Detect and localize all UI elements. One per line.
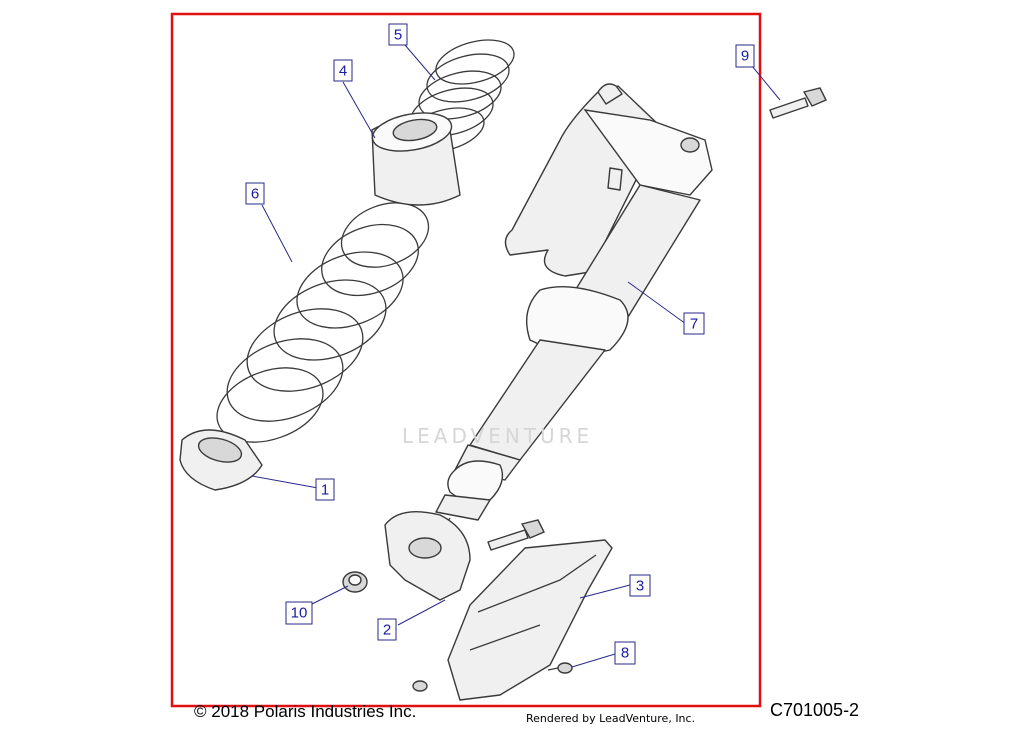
lower-mount-bolt (487, 519, 545, 551)
callouts: 1 2 3 4 5 6 7 8 (245, 23, 755, 665)
svg-text:1: 1 (321, 482, 329, 499)
leader-lines (251, 44, 781, 668)
copyright-text: © 2018 Polaris Industries Inc. (194, 702, 417, 721)
watermark-text: LEADVENTURE (402, 424, 594, 448)
leader-5 (404, 44, 436, 81)
part-6-main-spring (216, 202, 430, 443)
callout-9[interactable]: 9 (735, 44, 755, 68)
leader-9 (751, 65, 781, 101)
part-8-screw (547, 662, 573, 674)
callout-2[interactable]: 2 (377, 618, 397, 641)
leader-7 (627, 281, 687, 325)
callout-5[interactable]: 5 (388, 23, 408, 46)
svg-text:3: 3 (636, 578, 644, 595)
part-10-nut (342, 571, 368, 593)
leader-8 (571, 653, 616, 668)
part-7-shock-body (384, 83, 713, 601)
svg-text:9: 9 (741, 48, 749, 65)
svg-text:8: 8 (621, 645, 629, 662)
figure-code: C701005-2 (770, 700, 860, 720)
part-3-shock-guard (447, 539, 613, 701)
part-9-bolt (769, 87, 827, 119)
rendered-by-text: Rendered by LeadVenture, Inc. (526, 712, 696, 725)
leader-4 (342, 81, 376, 139)
leader-6 (261, 204, 293, 263)
svg-text:7: 7 (690, 316, 698, 333)
leader-2 (397, 599, 446, 626)
callout-8[interactable]: 8 (614, 641, 636, 665)
leader-1 (251, 475, 319, 489)
leader-3 (579, 584, 631, 599)
diagram-frame (170, 12, 762, 708)
part-4-crossover-collar (371, 112, 461, 206)
callout-6[interactable]: 6 (245, 182, 265, 205)
leader-10 (309, 585, 349, 606)
svg-text:4: 4 (339, 63, 347, 80)
svg-text:6: 6 (251, 186, 259, 203)
small-fastener (412, 680, 428, 692)
part-1-spring-retainer (179, 429, 263, 491)
callout-10[interactable]: 10 (285, 601, 313, 625)
callout-7[interactable]: 7 (683, 312, 705, 335)
svg-text:10: 10 (291, 605, 308, 622)
svg-text:5: 5 (394, 27, 402, 44)
callout-3[interactable]: 3 (629, 574, 651, 597)
callout-4[interactable]: 4 (333, 59, 353, 82)
svg-text:2: 2 (383, 622, 391, 639)
callout-1[interactable]: 1 (315, 478, 335, 501)
